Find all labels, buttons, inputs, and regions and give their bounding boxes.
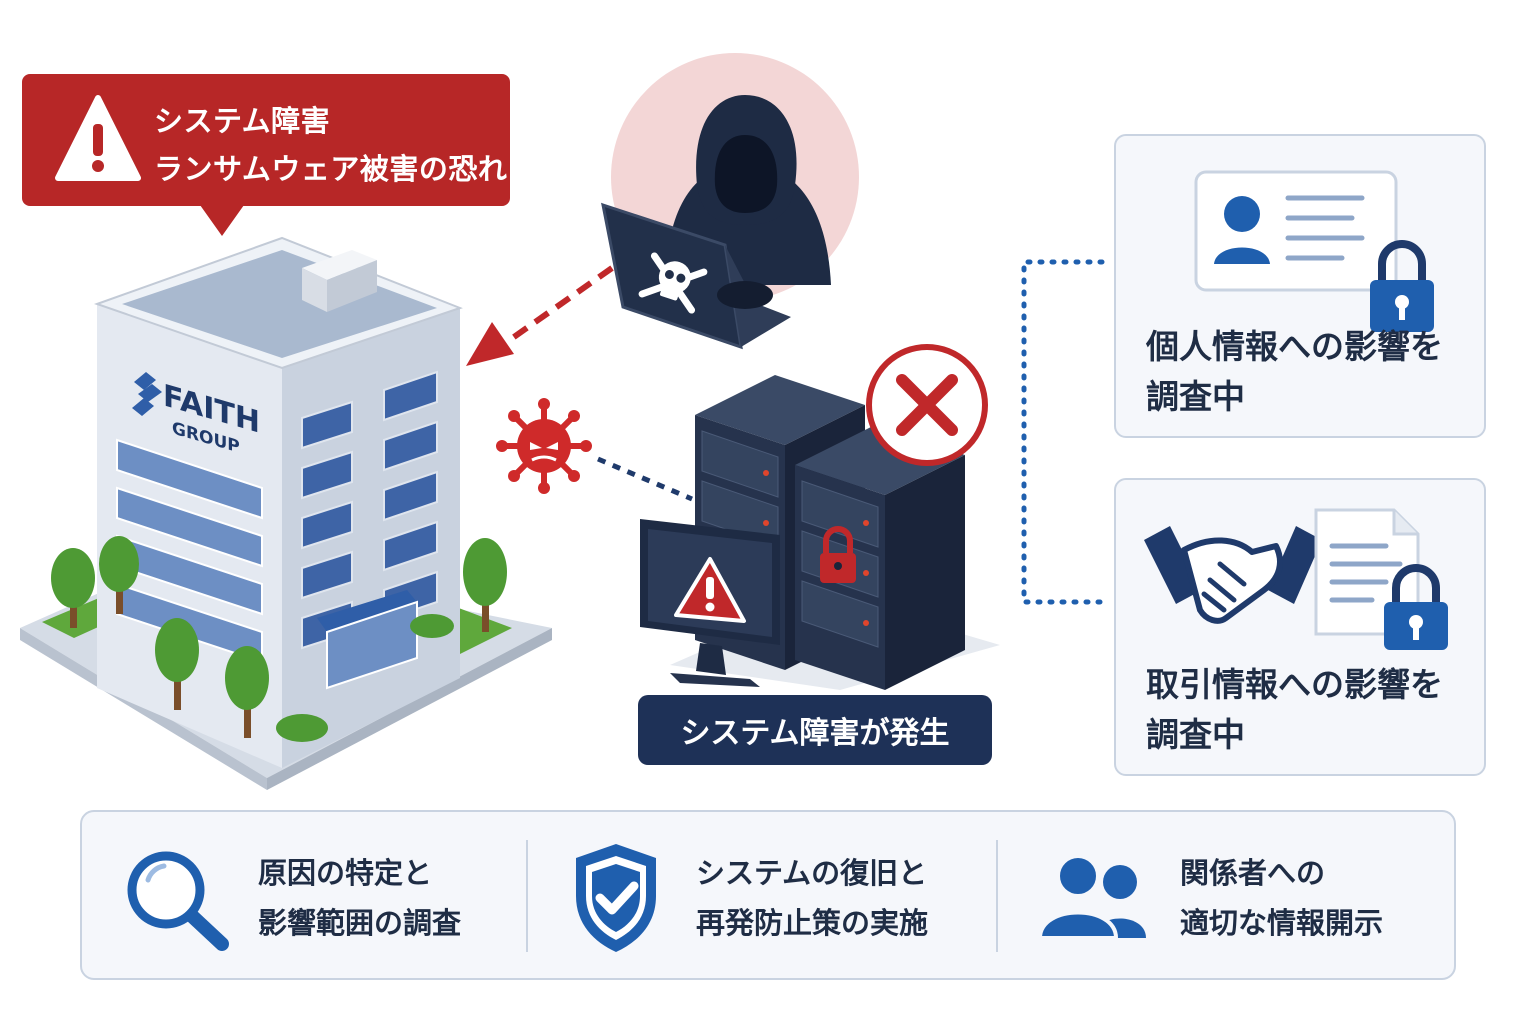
- server-rack-illustration: [670, 375, 1000, 690]
- action-investigate-line2: 影響範囲の調査: [258, 906, 462, 940]
- warning-monitor-illustration: [640, 519, 780, 687]
- card-transaction-line2: 調査中: [1146, 715, 1245, 754]
- action-recover-line2: 再発防止策の実施: [696, 906, 929, 940]
- id-card-lock-icon: [1194, 170, 1434, 332]
- action-divider: [526, 840, 528, 952]
- action-disclose-line2: 適切な情報開示: [1180, 906, 1384, 940]
- card-transaction-line1: 取引情報への影響を: [1146, 665, 1443, 704]
- action-recover-line1: システムの復旧と: [696, 856, 928, 890]
- card-personal-line2: 調査中: [1146, 377, 1245, 416]
- skull-crossbones-icon: [638, 252, 708, 314]
- shield-check-icon: [576, 844, 656, 952]
- server-padlock-icon: [820, 526, 856, 583]
- alert-banner: システム障害 ランサムウェア被害の恐れ: [22, 74, 510, 236]
- alert-title: システム障害: [154, 104, 331, 138]
- error-x-icon: [866, 344, 988, 466]
- warning-triangle-icon: [55, 95, 141, 181]
- monitor-warning-icon: [674, 557, 746, 623]
- faith-logo-mark-icon: [132, 372, 162, 416]
- magnifier-icon: [127, 851, 229, 951]
- alert-subtitle: ランサムウェア被害の恐れ: [154, 152, 508, 186]
- action-disclose-line1: 関係者への: [1180, 856, 1326, 890]
- action-investigate-line1: 原因の特定と: [258, 856, 433, 890]
- personal-info-card: 個人情報への影響を 調査中: [1114, 134, 1486, 438]
- card-personal-line1: 個人情報への影響を: [1146, 327, 1443, 366]
- attack-arrow-icon: [466, 265, 614, 366]
- transaction-info-card: 取引情報への影響を 調査中: [1114, 478, 1486, 776]
- response-actions-bar: 原因の特定と 影響範囲の調査 システムの復旧と 再発防止策の実施 関係者への 適…: [80, 810, 1456, 980]
- hacker-illustration: [601, 53, 859, 350]
- dotted-connector: [1021, 259, 1105, 605]
- people-icon: [1037, 854, 1146, 940]
- system-failure-label: システム障害が発生: [638, 695, 992, 765]
- office-building-illustration: [20, 236, 552, 790]
- virus-icon: [496, 398, 592, 494]
- virus-connection-line: [597, 456, 693, 502]
- action-divider: [996, 840, 998, 952]
- handshake-document-lock-icon: [1144, 508, 1448, 650]
